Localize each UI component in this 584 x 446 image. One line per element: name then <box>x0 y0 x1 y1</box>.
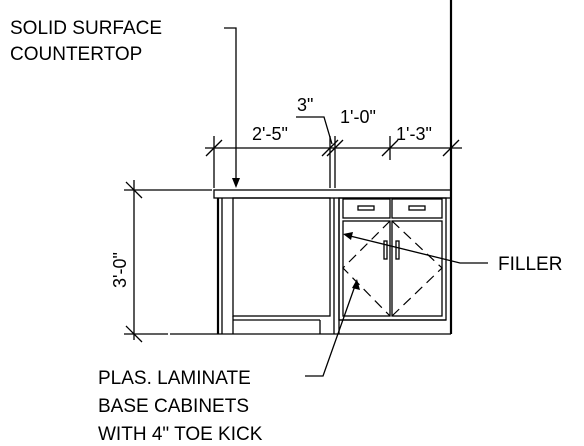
countertop-leader-arrow <box>232 178 240 188</box>
width-tick-1 <box>205 139 223 157</box>
drawer-left <box>342 198 391 219</box>
dim-height: 3'-0" <box>110 252 130 288</box>
height-tick-top <box>125 181 143 199</box>
dim-width-gap: 3" <box>297 95 313 115</box>
countertop-label-line1: SOLID SURFACE <box>10 18 162 39</box>
dim-width-mid: 1'-0" <box>340 107 376 127</box>
door-right <box>391 220 443 317</box>
dim-width-left: 2'-5" <box>252 124 288 144</box>
filler-label: FILLER <box>498 254 562 275</box>
left-cabinet <box>232 197 331 317</box>
width-tick-4 <box>381 139 399 157</box>
width-tick-5 <box>442 139 460 157</box>
drawer-right <box>391 198 443 219</box>
cabinet-label-line2: BASE CABINETS <box>98 396 249 417</box>
filler-leader <box>345 234 488 264</box>
drawer-right-pull <box>408 205 426 211</box>
door-left-swing <box>342 220 391 317</box>
countertop <box>213 189 452 199</box>
countertop-label-line2: COUNTERTOP <box>10 44 142 65</box>
width-tick-3 <box>326 139 344 157</box>
cabinet-leader <box>305 282 357 377</box>
countertop-leader <box>224 27 237 184</box>
drawer-left-pull <box>357 205 375 211</box>
door-left-pull <box>383 240 388 260</box>
cabinet-leader-arrow <box>352 279 360 290</box>
door-right-pull <box>395 240 400 260</box>
door-right-swing <box>391 220 443 317</box>
filler-leader-arrow <box>343 232 353 240</box>
cabinet-label-line1: PLAS. LAMINATE <box>98 368 251 389</box>
width-tick-2 <box>321 139 339 157</box>
cabinet-label-line3: WITH 4" TOE KICK <box>98 424 263 445</box>
dim-width-right: 1'-3" <box>396 124 432 144</box>
height-tick-bottom <box>125 325 143 343</box>
gap-dim-leader <box>296 116 333 145</box>
